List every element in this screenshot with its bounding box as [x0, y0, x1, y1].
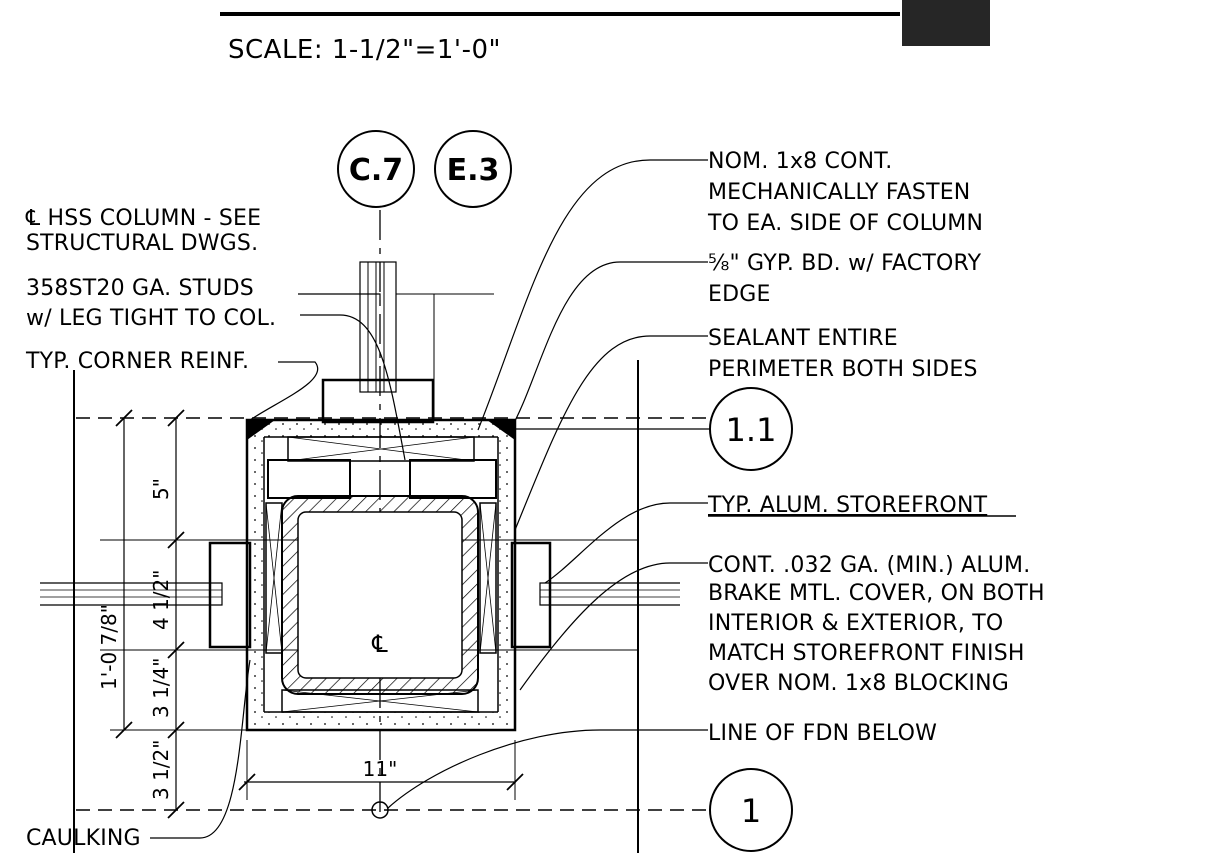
note-fdn: LINE OF FDN BELOW	[708, 721, 937, 746]
side-storefront-mullions	[40, 541, 680, 649]
note-studs-2: w/ LEG TIGHT TO COL.	[26, 306, 276, 331]
dim-4-1-2: 4 1/2"	[149, 570, 173, 630]
detail-number-mark	[902, 0, 990, 46]
note-column-1: ℄ HSS COLUMN - SEE	[25, 206, 261, 231]
grid-bubbles: 1.1 1	[371, 387, 793, 852]
dim-width: 11"	[363, 757, 398, 781]
note-storefront: TYP. ALUM. STOREFRONT	[707, 493, 988, 518]
section-ref-e3: E.3	[447, 153, 500, 188]
dimensions: 1'-0 7/8" 5" 4 1/2" 3 1/4" 3 1/2" 11"	[97, 409, 524, 819]
upper-storefront-mullion	[321, 261, 494, 424]
note-column-2: STRUCTURAL DWGS.	[26, 231, 258, 256]
note-gyp-2: EDGE	[708, 282, 771, 307]
scale-label: SCALE: 1-1/2"=1'-0"	[228, 35, 501, 65]
dim-overall: 1'-0 7/8"	[97, 604, 121, 690]
note-cover-3: INTERIOR & EXTERIOR, TO	[708, 611, 1003, 636]
leader-lines	[150, 159, 708, 839]
dim-5: 5"	[149, 478, 173, 500]
section-reference-bubbles: C.7 E.3	[337, 130, 512, 208]
centerline-symbol: ℄	[371, 630, 388, 658]
dim-3-1-2: 3 1/2"	[149, 740, 173, 800]
section-ref-c7: C.7	[349, 153, 403, 188]
note-cover-5: OVER NOM. 1x8 BLOCKING	[708, 671, 1009, 696]
column-enclosure: ℄	[245, 418, 517, 732]
notes-left: ℄ HSS COLUMN - SEE STRUCTURAL DWGS. 358S…	[25, 206, 276, 851]
dim-3-1-4: 3 1/4"	[149, 658, 173, 718]
notes-right: NOM. 1x8 CONT. MECHANICALLY FASTEN TO EA…	[707, 149, 1045, 746]
note-cover-4: MATCH STOREFRONT FINISH	[708, 641, 1025, 666]
note-cover-2: BRAKE MTL. COVER, ON BOTH	[708, 581, 1045, 606]
note-studs-1: 358ST20 GA. STUDS	[26, 276, 254, 301]
note-blocking-3: TO EA. SIDE OF COLUMN	[707, 211, 983, 236]
note-caulking: CAULKING	[26, 826, 141, 851]
note-corner: TYP. CORNER REINF.	[25, 349, 249, 374]
note-sealant-1: SEALANT ENTIRE	[708, 326, 898, 351]
note-cover-1: CONT. .032 GA. (MIN.) ALUM.	[708, 553, 1030, 578]
grid-bubble-1: 1	[741, 792, 761, 830]
note-gyp-1: ⅝" GYP. BD. w/ FACTORY	[708, 251, 982, 276]
note-blocking-1: NOM. 1x8 CONT.	[708, 149, 893, 174]
note-blocking-2: MECHANICALLY FASTEN	[708, 180, 970, 205]
note-sealant-2: PERIMETER BOTH SIDES	[708, 357, 978, 382]
grid-bubble-1-1: 1.1	[726, 411, 777, 449]
title-block: SCALE: 1-1/2"=1'-0"	[220, 0, 990, 65]
